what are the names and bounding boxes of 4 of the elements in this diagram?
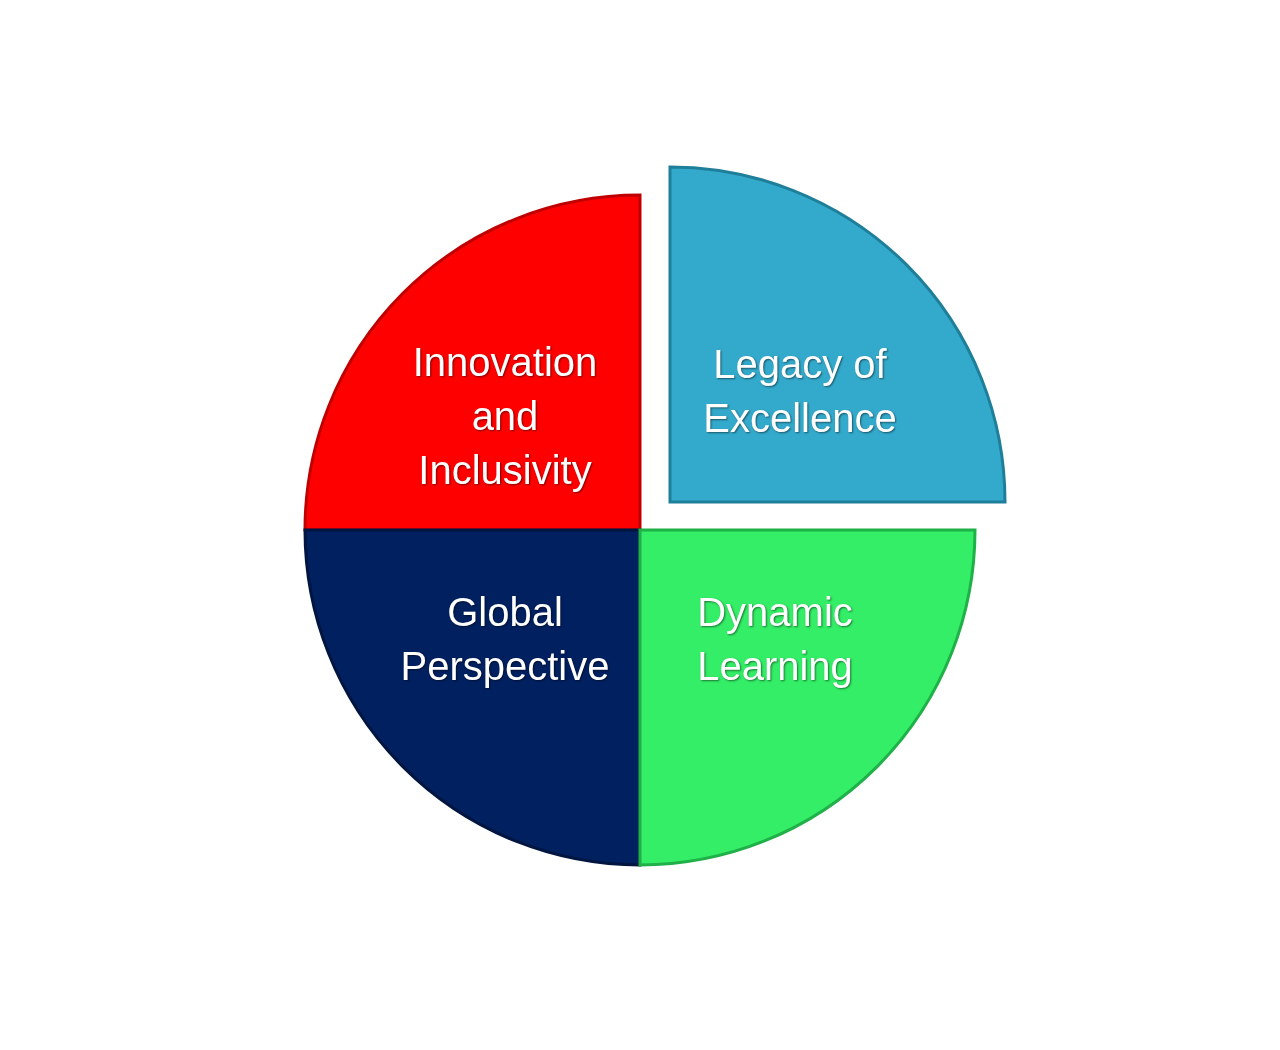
quadrant-label: Innovation and Inclusivity (411, 339, 599, 494)
quadrant-label: Global Perspective (399, 589, 611, 690)
quadrant-label: Legacy of Excellence (702, 341, 898, 442)
quadrant-label: Dynamic Learning (696, 589, 854, 690)
